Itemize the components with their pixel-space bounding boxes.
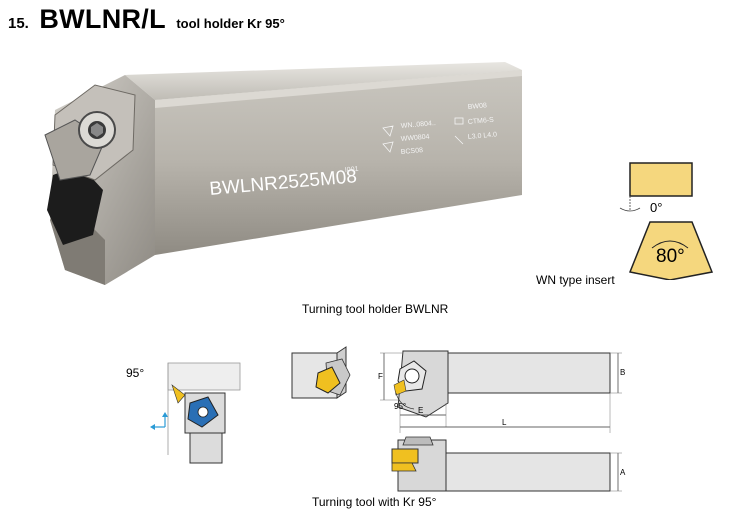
marking-key-icon xyxy=(454,117,464,125)
marking-insert-wn: WN..0804.. xyxy=(401,120,437,130)
marking-screw: BCS08 xyxy=(401,147,424,156)
workpiece xyxy=(167,362,241,391)
marking-insert-ww: WW0804 xyxy=(401,134,430,143)
photo-caption: Turning tool holder BWLNR xyxy=(302,302,449,316)
title-description: tool holder Kr 95° xyxy=(176,16,285,31)
holder-3d-sketch xyxy=(291,346,351,399)
dim-label-l: L xyxy=(502,418,507,427)
dim-label-f: F xyxy=(378,372,383,381)
page-heading: 15. BWLNR/L tool holder Kr 95° xyxy=(8,4,285,35)
marking-bw: BW08 xyxy=(468,102,488,111)
section-number: 15. xyxy=(8,15,29,32)
marking-shim-icon xyxy=(382,141,394,153)
insert-top-view xyxy=(628,221,714,280)
marking-lengths: L3.0 L4.0 xyxy=(468,131,498,141)
insert-diagram: 0° 80° xyxy=(619,162,714,280)
marking-key: CTM6-S xyxy=(468,117,495,126)
dim-label-b: B xyxy=(620,368,625,377)
approach-angle-label: 95° xyxy=(126,366,144,380)
tool-holder-photo: BWLNR2525M08 I001 WN..0804.. WW0804 BCS0… xyxy=(44,62,522,285)
insert-caption: WN type insert xyxy=(536,273,615,287)
feed-direction-arrow xyxy=(150,424,155,430)
clearance-angle-label: 0° xyxy=(650,200,662,215)
dim-label-e: E xyxy=(418,406,423,415)
sketch-holder-shank xyxy=(189,432,223,464)
approach-angle-sketch: 95° xyxy=(126,362,241,464)
insert-side-view xyxy=(629,162,693,197)
drawing-caption: Turning tool with Kr 95° xyxy=(312,495,437,509)
shank-side-face xyxy=(155,70,522,255)
shank-top-face xyxy=(125,62,522,100)
marking-screw-icon xyxy=(454,135,464,145)
feed-direction-arrow-up xyxy=(162,412,168,417)
model-title: BWLNR/L xyxy=(39,4,166,34)
side-view-insert xyxy=(391,448,419,464)
dimension-drawing: F B 95° E L A xyxy=(378,350,626,492)
top-view-shank xyxy=(447,352,611,394)
corner-angle-label: 80° xyxy=(656,246,685,267)
sketch-3d-insert xyxy=(315,366,341,394)
black-shim xyxy=(47,165,103,245)
side-view-shank xyxy=(442,452,611,492)
dim-label-a: A xyxy=(620,468,626,477)
drawing-angle-label: 95° xyxy=(394,402,406,411)
marking-insert-icon xyxy=(382,125,394,137)
shank-code: I001 xyxy=(345,166,359,174)
